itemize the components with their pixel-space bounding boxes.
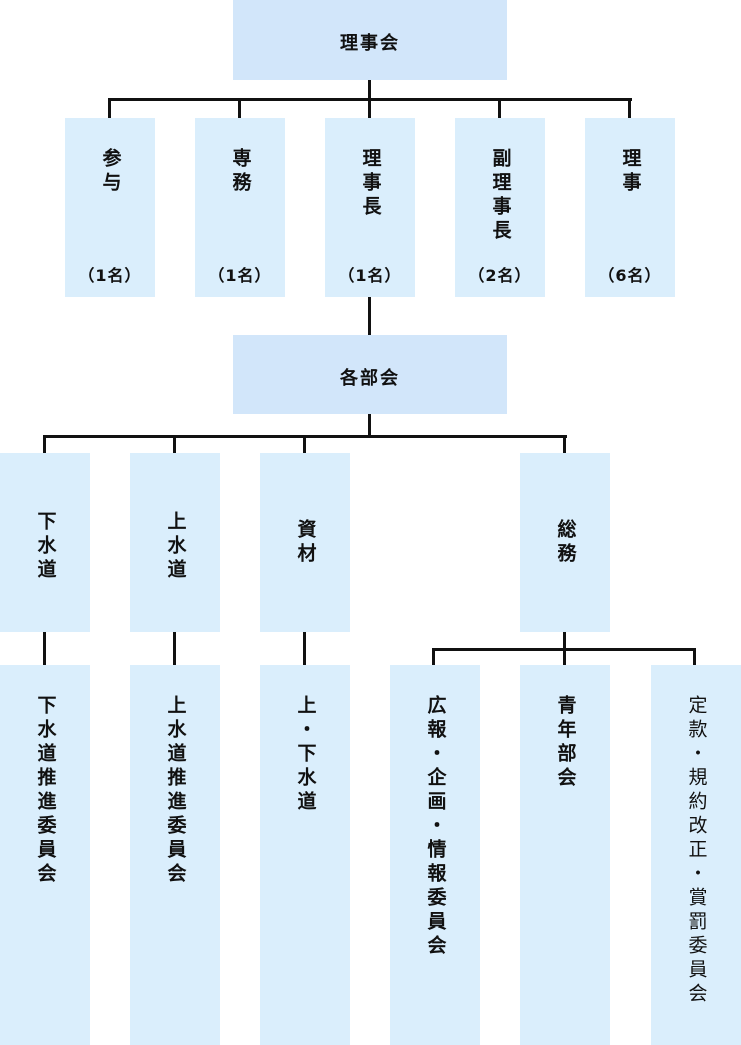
member-count: （1名）	[78, 266, 142, 285]
member-count: （1名）	[338, 266, 402, 285]
committee-label: 下水道推進委員会	[34, 695, 57, 887]
connector-line	[432, 648, 435, 665]
board-box: 理事会	[233, 0, 507, 80]
connector-line	[173, 632, 176, 665]
sections-title: 各部会	[340, 368, 400, 389]
committee-box-pr-planning: 広報・企画・情報委員会	[390, 665, 480, 1045]
connector-line	[368, 297, 371, 335]
section-box-waterworks: 上水道	[130, 453, 220, 632]
board-title: 理事会	[340, 33, 400, 54]
member-box-sanyo: 参与 （1名）	[65, 118, 155, 297]
member-title: 副理事長	[489, 148, 512, 244]
committee-label: 青年部会	[554, 695, 577, 791]
member-box-vice-chairman: 副理事長 （2名）	[455, 118, 545, 297]
connector-line	[498, 98, 501, 118]
committee-label: 上水道推進委員会	[164, 695, 187, 887]
connector-line	[238, 98, 241, 118]
member-count: （1名）	[208, 266, 272, 285]
committee-box-articles: 定款・規約改正・賞罰委員会	[651, 665, 741, 1045]
member-count: （6名）	[598, 266, 662, 285]
member-title: 参与	[99, 148, 122, 196]
committee-box-water-sewer: 上・下水道	[260, 665, 350, 1045]
member-box-senmu: 専務 （1名）	[195, 118, 285, 297]
sections-box: 各部会	[233, 335, 507, 414]
section-box-sewerage: 下水道	[0, 453, 90, 632]
committee-box-sewerage: 下水道推進委員会	[0, 665, 90, 1045]
connector-line	[108, 98, 111, 118]
connector-line	[43, 435, 46, 453]
connector-line	[628, 98, 631, 118]
member-title: 理事	[619, 148, 642, 196]
member-count: （2名）	[468, 266, 532, 285]
committee-label: 広報・企画・情報委員会	[424, 695, 447, 959]
member-title: 専務	[229, 148, 252, 196]
connector-line	[303, 632, 306, 665]
connector-line	[368, 414, 371, 437]
connector-line	[43, 632, 46, 665]
connector-line	[432, 648, 696, 651]
section-label: 総務	[554, 519, 577, 567]
section-box-general-affairs: 総務	[520, 453, 610, 632]
connector-line	[368, 80, 371, 101]
committee-box-youth: 青年部会	[520, 665, 610, 1045]
member-box-director: 理事 （6名）	[585, 118, 675, 297]
section-label: 資材	[294, 519, 317, 567]
connector-line	[368, 98, 371, 118]
connector-line	[173, 435, 176, 453]
section-label: 下水道	[34, 511, 57, 583]
member-box-chairman: 理事長 （1名）	[325, 118, 415, 297]
committee-box-waterworks: 上水道推進委員会	[130, 665, 220, 1045]
section-box-materials: 資材	[260, 453, 350, 632]
member-title: 理事長	[359, 148, 382, 220]
committee-label: 定款・規約改正・賞罰委員会	[685, 695, 708, 1007]
connector-line	[693, 648, 696, 665]
connector-line	[303, 435, 306, 453]
connector-line	[563, 435, 566, 453]
section-label: 上水道	[164, 511, 187, 583]
committee-label: 上・下水道	[294, 695, 317, 815]
